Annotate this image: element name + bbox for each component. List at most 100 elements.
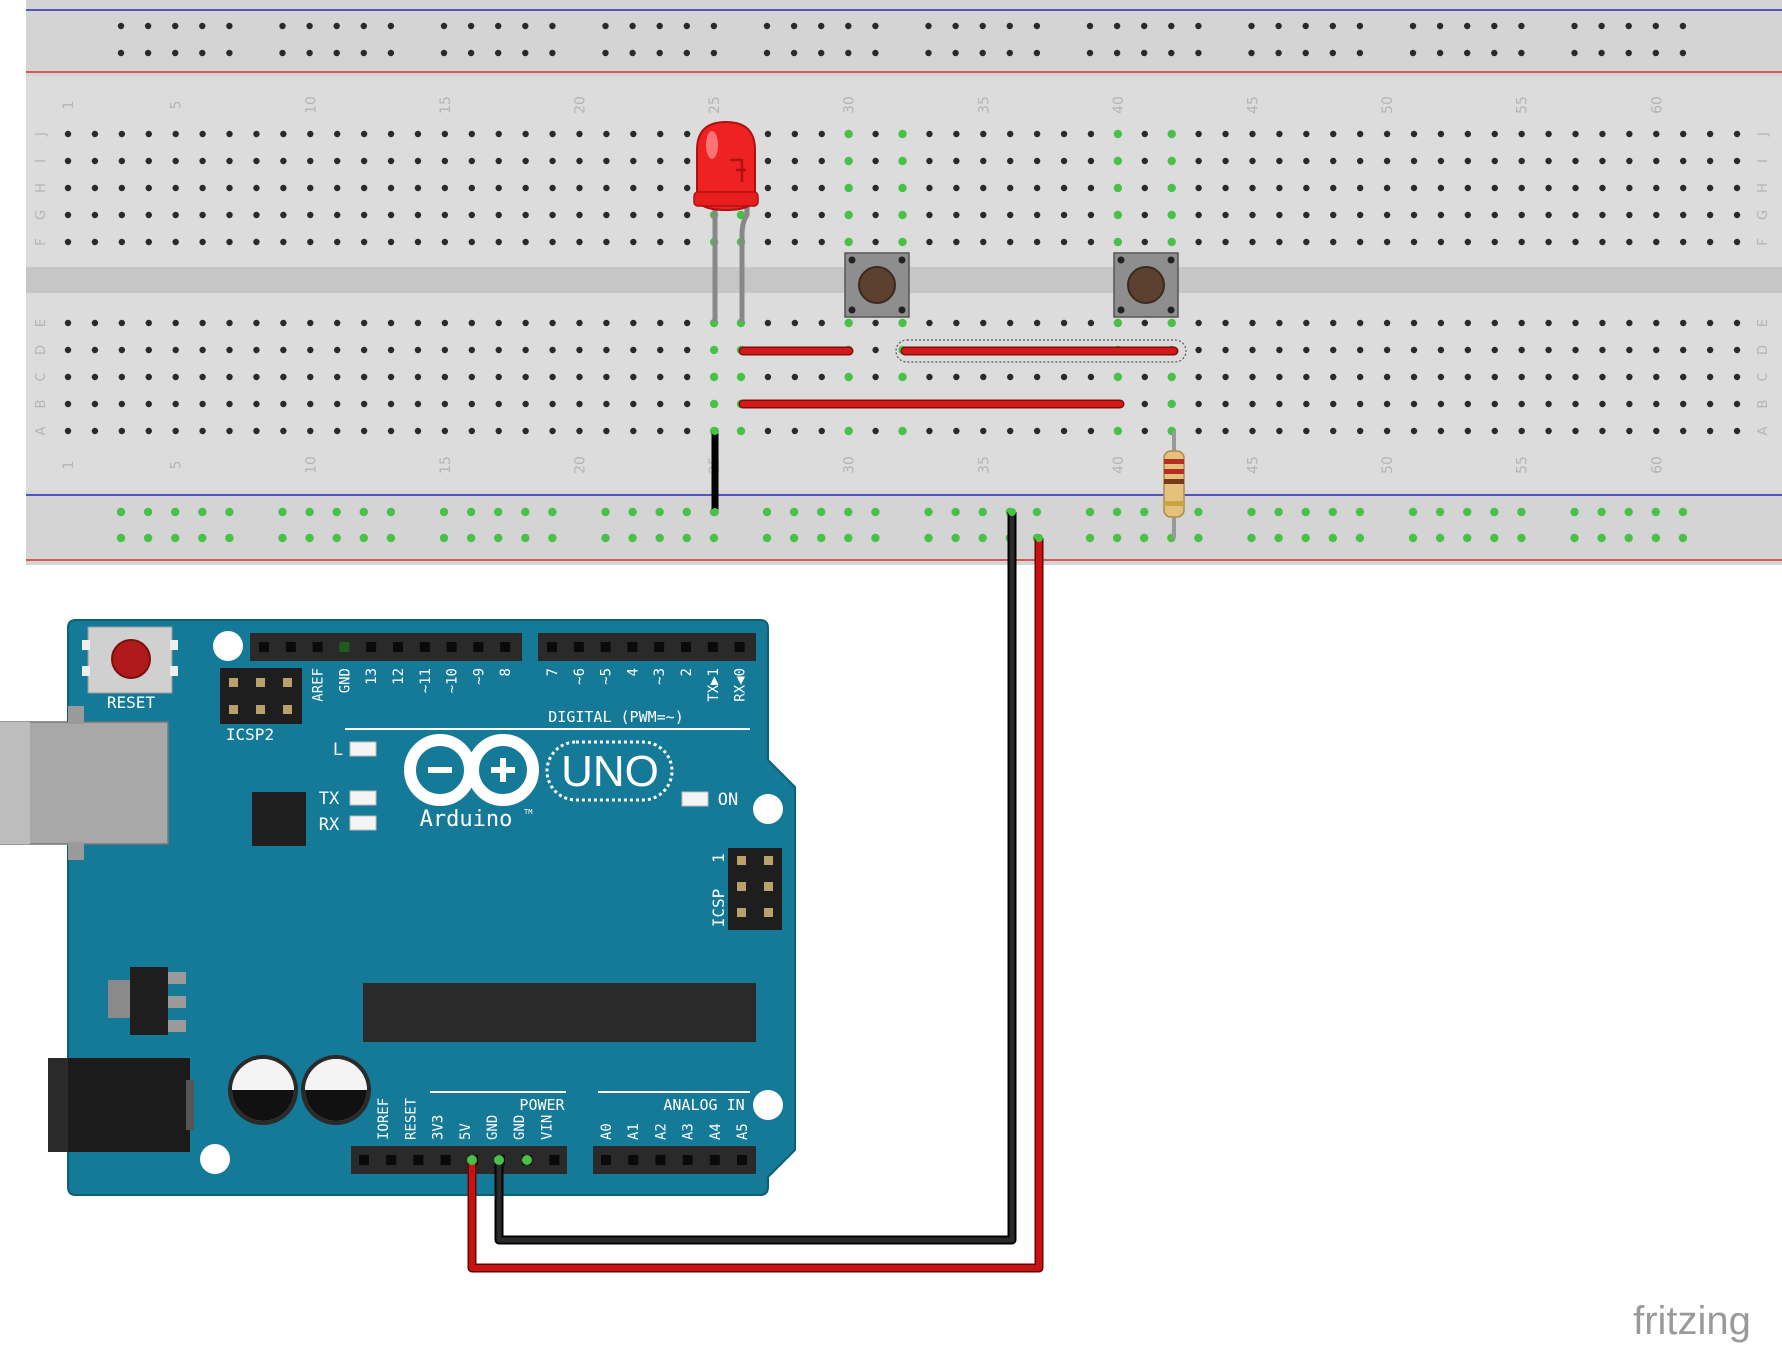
breadboard-hole [953,130,960,138]
breadboard-hole [1464,346,1472,354]
breadboard-hole [549,346,556,354]
breadboard-hole [630,211,637,219]
breadboard-hole [118,238,126,246]
breadboard-hole [1007,184,1014,192]
column-number: 60 [1649,96,1665,114]
rail-hole [845,49,852,57]
rail-hole [1112,533,1122,543]
breadboard-hole [1113,318,1123,328]
breadboard-hole [522,346,529,354]
analog-label: ANALOG IN [663,1096,744,1114]
breadboard-hole [495,373,502,381]
breadboard-hole [603,400,610,408]
header-pin [446,642,457,652]
breadboard-hole [872,157,879,165]
rail-hole [789,533,799,543]
breadboard-hole [1491,373,1498,381]
breadboard-hole [1222,319,1229,327]
breadboard-hole [414,238,422,246]
rail-hole [1328,507,1338,517]
rail-hole [1490,507,1499,517]
rail-hole [1652,49,1660,57]
breadboard-hole [1222,238,1229,246]
breadboard-hole [199,346,206,354]
rail-hole [1408,507,1418,517]
breadboard-hole [630,130,637,138]
breadboard-hole [1303,130,1310,138]
breadboard-hole [980,238,987,246]
breadboard-hole [1653,427,1660,435]
breadboard-hole [980,373,987,381]
breadboard-hole [709,345,719,355]
rail-hole [466,507,476,517]
rail-hole [226,49,233,57]
breadboard-hole [1033,211,1041,219]
column-number: 15 [438,456,454,474]
rail-hole [790,49,798,57]
breadboard-hole [387,238,395,246]
breadboard-hole [1167,318,1176,328]
breadboard-hole [1680,319,1687,327]
rail-hole [872,49,879,57]
breadboard-hole [1599,130,1606,138]
breadboard-hole [953,319,960,327]
breadboard-hole [953,373,960,381]
breadboard-hole [1464,130,1472,138]
breadboard-hole [1491,400,1498,408]
breadboard-hole [334,400,341,408]
rail-hole [440,49,448,57]
breadboard-hole [764,427,772,435]
breadboard-hole [1356,211,1364,219]
rail-hole [925,49,932,57]
header-pin [654,642,665,652]
breadboard-hole [953,427,960,435]
breadboard-hole [495,346,502,354]
pushbutton-2 [1113,252,1179,318]
power-header-pins [359,1155,747,1165]
rail-hole [1140,533,1149,543]
rail-hole [818,22,825,30]
rail-hole [116,507,126,517]
rail-hole [1247,507,1256,517]
breadboard-hole [226,211,233,219]
breadboard-hole [549,157,556,165]
breadboard-hole [791,211,799,219]
breadboard-hole [1113,129,1123,139]
breadboard-hole [387,400,395,408]
rail-hole [1113,49,1121,57]
breadboard-hole [1167,372,1176,382]
breadboard-hole [441,346,449,354]
column-number: 55 [1515,456,1531,474]
wire-5v [469,538,1042,1271]
breadboard-hole [1356,373,1364,381]
breadboard-hole [172,211,179,219]
rail-hole [1356,49,1364,57]
digital-pin-label: ~10 [445,668,461,693]
breadboard-hole [64,400,72,408]
breadboard-hole [1330,373,1337,381]
breadboard-hole [1491,427,1498,435]
breadboard-hole [1356,130,1364,138]
breadboard-hole [360,373,368,381]
rail-hole [925,22,932,30]
breadboard-hole [414,427,422,435]
tx-led [349,790,377,806]
breadboard-hole [926,157,933,165]
breadboard-hole [172,346,179,354]
breadboard-hole [334,130,341,138]
digital-pin-label: 7 [545,668,561,676]
breadboard-hole [844,237,853,247]
row-letter: C [34,372,49,381]
rail-hole [1301,507,1310,517]
mounting-hole [753,794,783,824]
breadboard-hole [1653,211,1660,219]
breadboard-hole [1113,156,1123,166]
breadboard-hole [1733,130,1741,138]
rail-hole [1194,533,1203,543]
breadboard-hole [468,157,475,165]
rail-hole [845,22,852,30]
breadboard-hole [1464,211,1472,219]
logo-right-ring [467,734,539,806]
breadboard-hole [253,184,260,192]
logo-minus [428,767,452,773]
